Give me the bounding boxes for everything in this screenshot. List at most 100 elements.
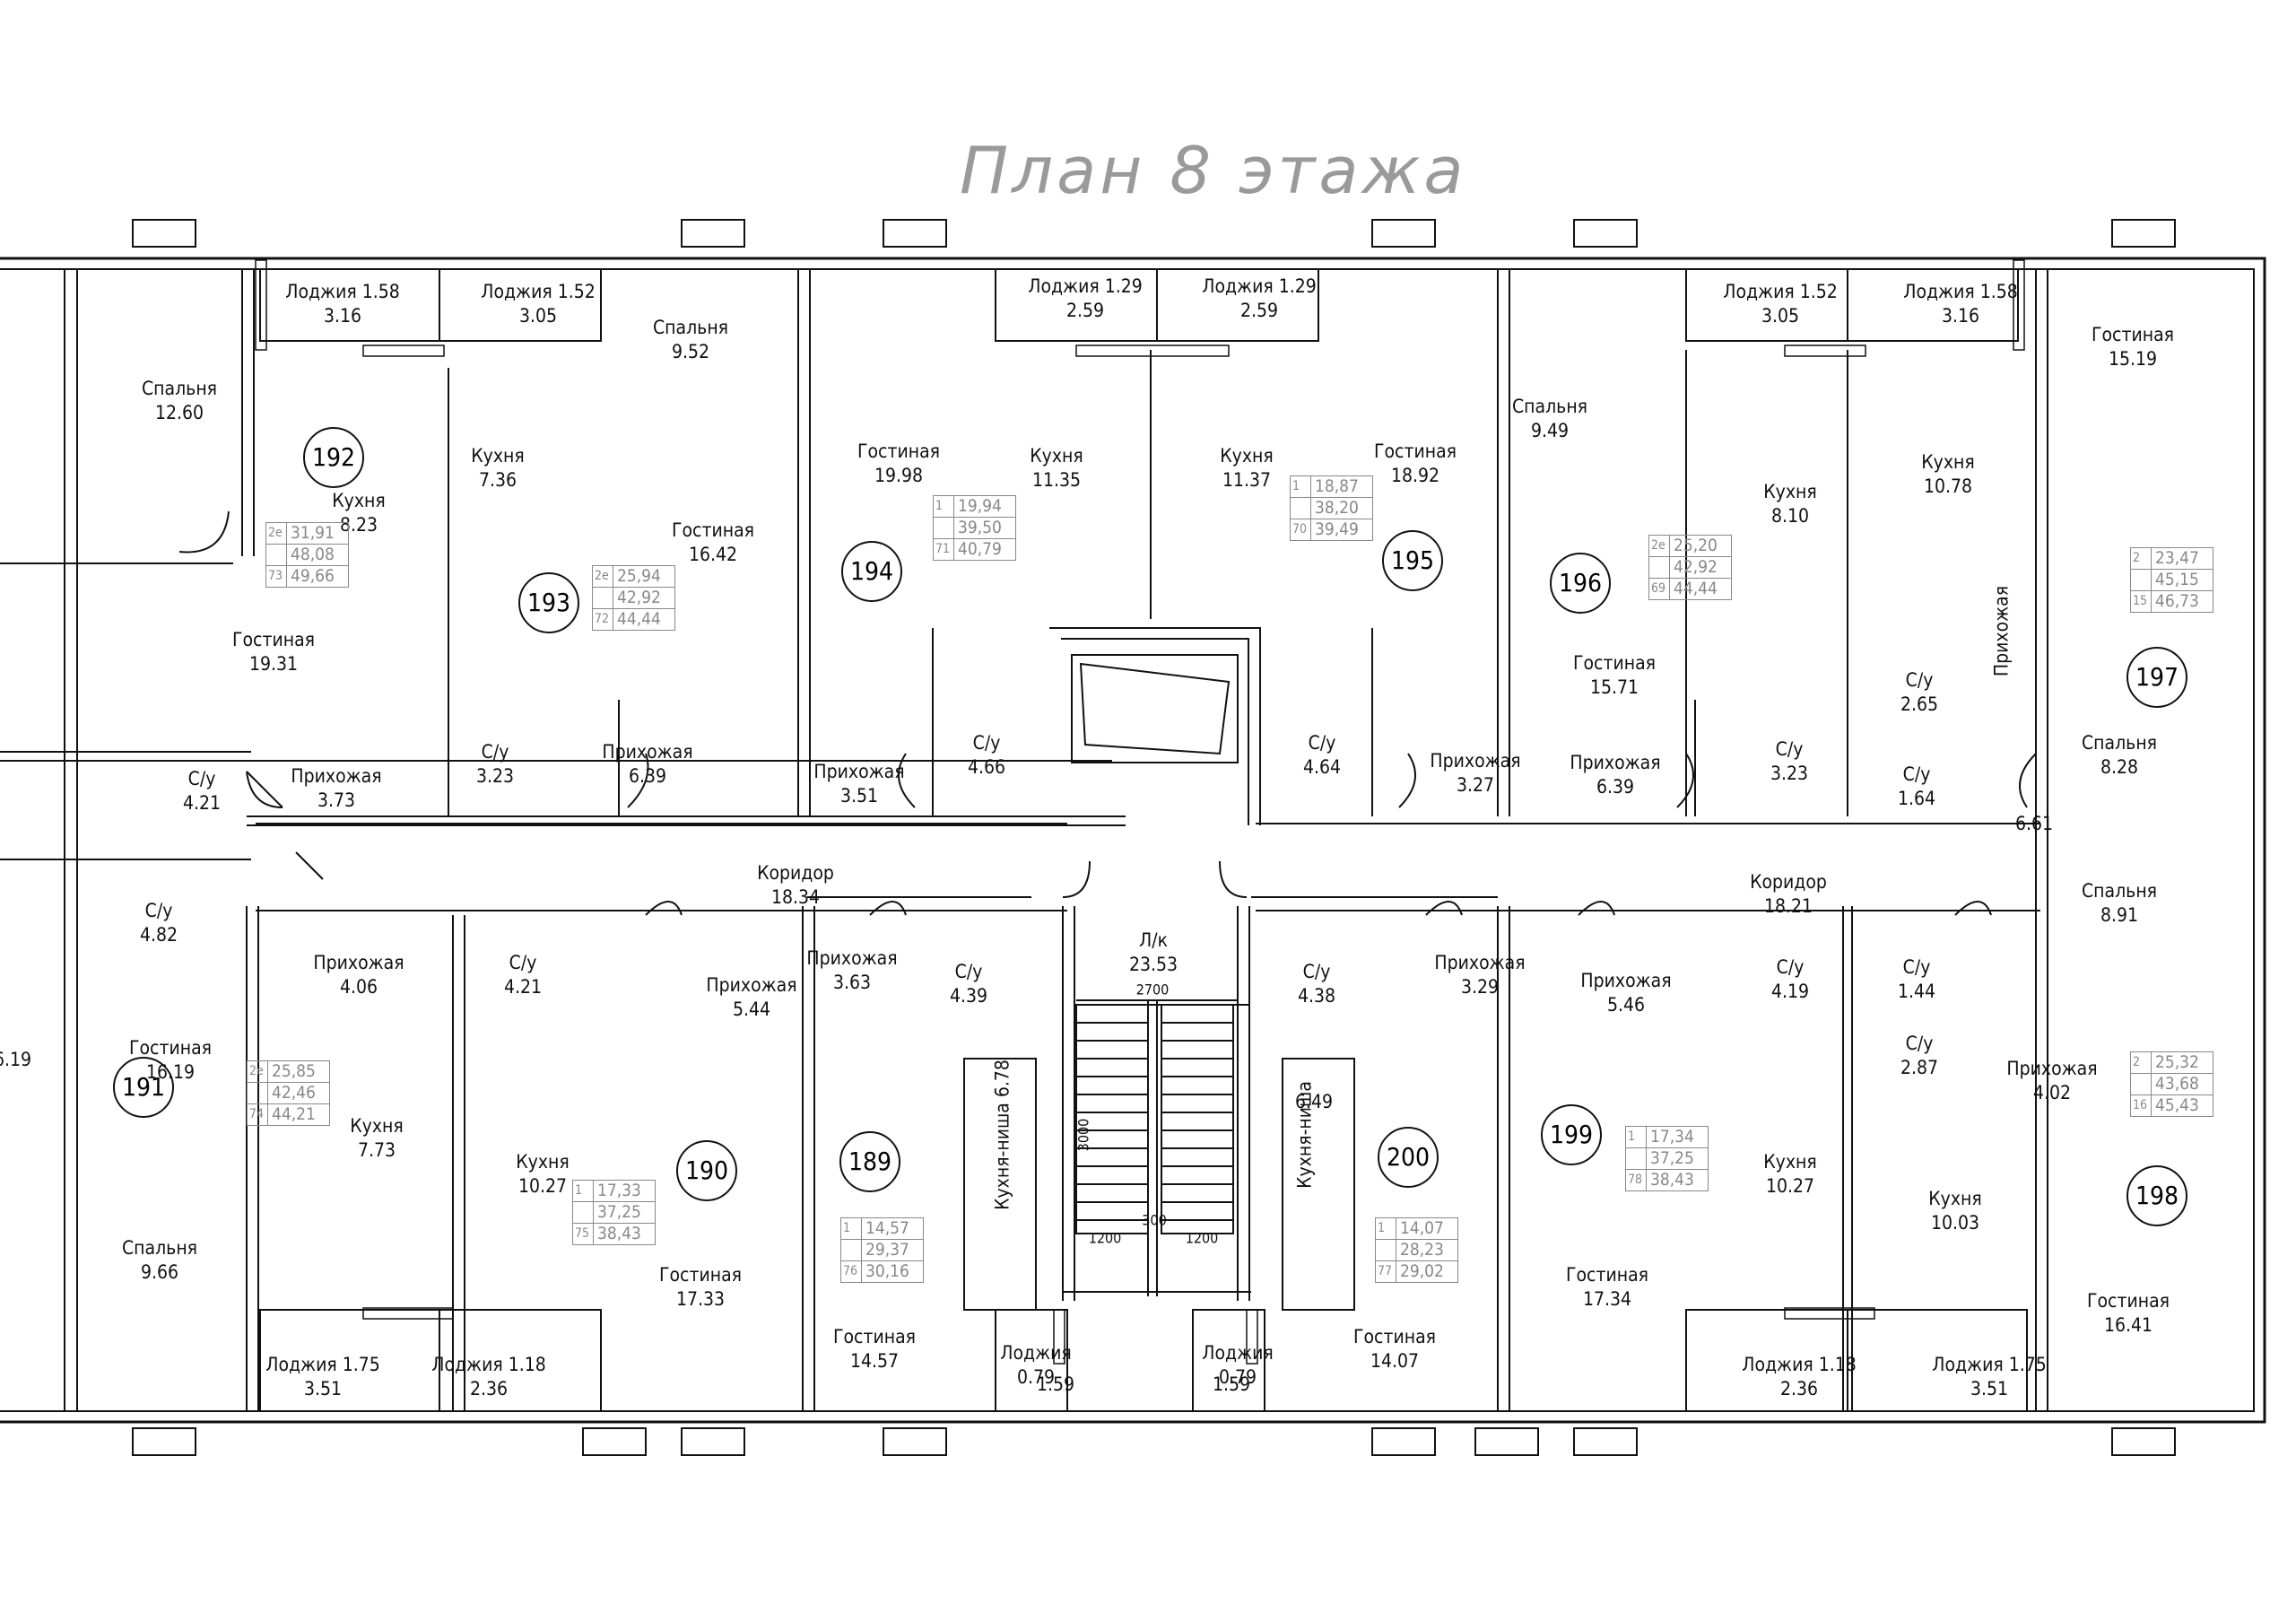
room-name: Спальня <box>652 317 729 338</box>
room-area: 3.23 <box>1770 763 1809 784</box>
room-area: 3.73 <box>317 789 356 811</box>
room-name: С/у <box>972 732 1001 754</box>
room-name: Лоджия 1.29 <box>1028 275 1143 297</box>
apartment-number: 195 <box>1382 530 1443 591</box>
room-area: 4.06 <box>339 976 378 998</box>
room-name: Лоджия 1.75 <box>265 1354 380 1375</box>
room-name: Лоджия 1.52 <box>1723 281 1838 302</box>
room-area: 3.16 <box>323 305 362 327</box>
room-area: 10.27 <box>517 1175 568 1197</box>
room-area: 19.98 <box>874 465 924 486</box>
room-label: Лоджия 1.52 3.05 <box>1723 280 1838 328</box>
room-area: 1.44 <box>1897 981 1936 1002</box>
room-name: Прихожая <box>1430 750 1521 772</box>
room-area: 5.44 <box>732 998 771 1020</box>
room-name: Прихожая <box>1434 952 1526 973</box>
room-area: 16.42 <box>688 544 738 565</box>
room-area: 3.23 <box>475 765 515 787</box>
room-area: 16.19 <box>145 1061 196 1083</box>
room-name: Прихожая <box>313 952 404 973</box>
dimension-label: 2700 <box>1135 981 1170 998</box>
room-area: 4.02 <box>2032 1082 2072 1103</box>
room-area: 18.34 <box>770 886 821 908</box>
doors <box>178 510 2037 916</box>
room-name: Кухня <box>332 490 386 511</box>
room-name: Гостиная <box>2091 324 2175 345</box>
room-name: Кухня <box>471 445 525 467</box>
room-name: Кухня <box>1030 445 1083 467</box>
room-name: С/у <box>481 741 509 763</box>
room-name: Кухня <box>350 1115 404 1137</box>
room-name: Лоджия 1.75 <box>1932 1354 2047 1375</box>
room-area: 12.60 <box>154 402 204 423</box>
room-name: Спальня <box>1511 396 1588 417</box>
room-area: 4.21 <box>182 792 222 814</box>
room-name: Прихожая <box>806 947 898 969</box>
room-area: 0.79 <box>1016 1366 1056 1388</box>
room-name: Гостиная <box>1373 440 1457 462</box>
room-label: 6.61 <box>2014 813 2054 834</box>
room-area: 4.38 <box>1297 985 1336 1007</box>
room-name: Кухня <box>516 1151 570 1173</box>
apartment-number: 189 <box>839 1131 900 1192</box>
room-area: 4.21 <box>503 976 543 998</box>
room-name: С/у <box>1902 763 1931 785</box>
room-label: Прихожая 4.02 <box>2006 1057 2097 1105</box>
room-area: 2.59 <box>1065 300 1105 321</box>
room-name: С/у <box>144 900 173 921</box>
room-area: 3.51 <box>839 785 879 807</box>
loggia-area: 1.59 <box>1212 1373 1251 1395</box>
room-area: 15.71 <box>1589 676 1639 698</box>
room-label: Лоджия 1.29 2.59 <box>1028 275 1143 323</box>
room-name: Коридор <box>757 862 834 884</box>
room-name: Коридор <box>1750 871 1827 893</box>
room-label: С/у 3.23 <box>1770 737 1808 786</box>
room-name: Кухня <box>1921 451 1975 473</box>
room-name: Прихожая <box>2006 1058 2098 1079</box>
room-area: 14.57 <box>849 1350 900 1372</box>
room-area: 17.33 <box>675 1288 726 1310</box>
room-area: 3.05 <box>1761 305 1800 327</box>
room-area: 6.49 <box>1294 1091 1334 1112</box>
staircase <box>1074 1004 1248 1234</box>
room-name: С/у <box>1775 738 1804 760</box>
room-area: 9.52 <box>671 341 710 362</box>
room-area: 14.07 <box>1370 1350 1420 1372</box>
room-area: 2.65 <box>1900 693 1939 715</box>
room-name: Гостиная <box>658 1264 743 1286</box>
